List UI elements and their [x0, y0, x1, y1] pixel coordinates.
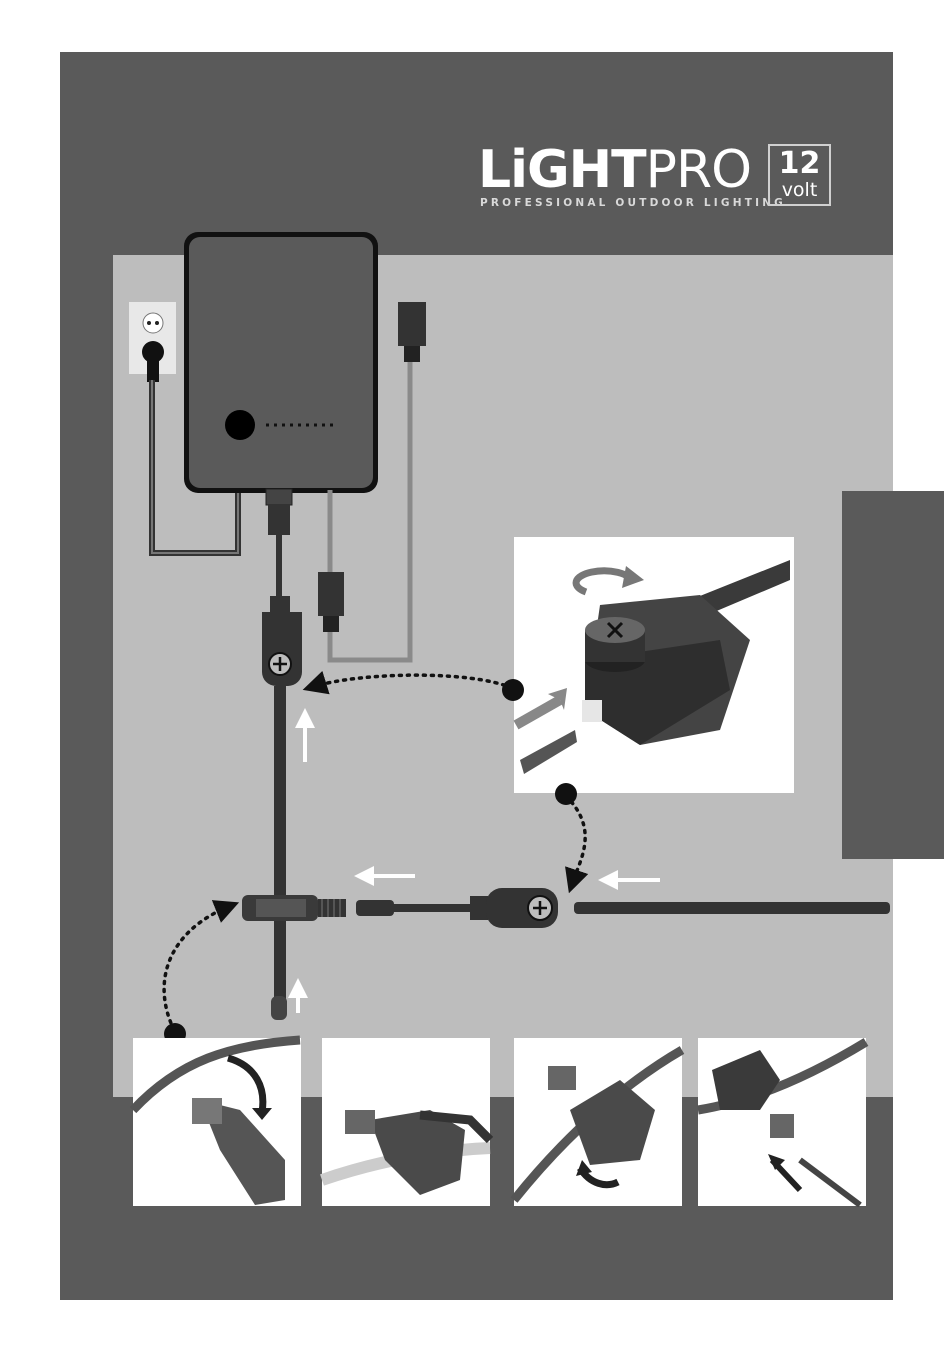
- logo-tagline: PROFESSIONAL OUTDOOR LIGHTING: [480, 197, 786, 209]
- logo-brand-light: PRO: [646, 140, 751, 200]
- step-1-open-connector: [133, 1038, 301, 1206]
- step-4-attach-plug: [698, 1038, 866, 1206]
- voltage-badge: 12 volt: [768, 144, 831, 206]
- connector-icon: [262, 612, 302, 686]
- brand-logo: LiGHTPRO PROFESSIONAL OUTDOOR LIGHTING 1…: [478, 138, 838, 218]
- step-2-place-cable: [322, 1038, 490, 1206]
- logo-brand-bold: LiGHT: [478, 140, 646, 200]
- logo-wordmark: LiGHTPRO: [478, 140, 751, 200]
- step-marker: [502, 679, 524, 701]
- side-tab: [842, 491, 944, 859]
- main-cable: [574, 902, 890, 914]
- voltage-unit: volt: [770, 179, 829, 201]
- transformer-icon: [184, 232, 378, 493]
- voltage-number: 12: [770, 149, 829, 179]
- step-3-close-connector: [514, 1038, 682, 1206]
- connector-dial-closeup: [514, 537, 794, 793]
- step-marker: [555, 783, 577, 805]
- wall-socket-icon: [129, 302, 176, 382]
- vertical-cable: [274, 686, 286, 1006]
